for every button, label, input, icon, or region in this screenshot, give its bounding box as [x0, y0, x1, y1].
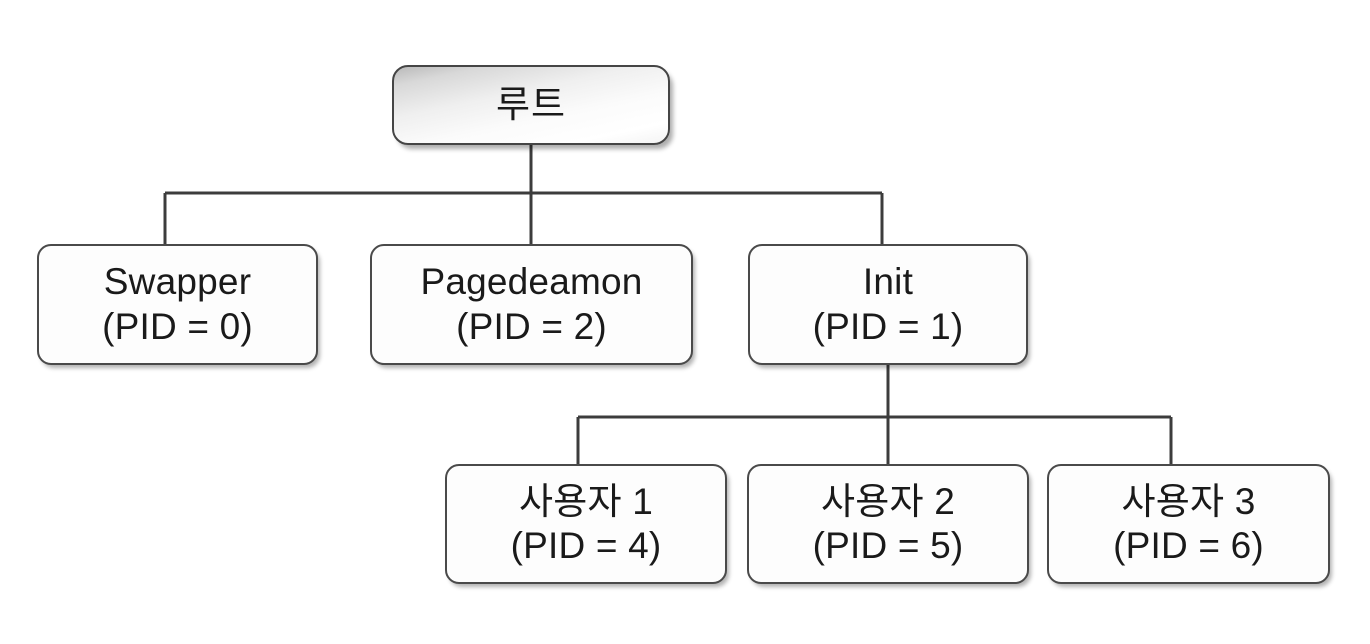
node-user1[interactable]: 사용자 1 (PID = 4)	[445, 464, 727, 584]
node-user2-pid: (PID = 5)	[812, 525, 964, 566]
node-user1-title: 사용자 1	[519, 480, 653, 522]
node-user3-title: 사용자 3	[1121, 480, 1256, 522]
node-swapper-title: Swapper	[103, 261, 252, 303]
node-swapper-pid: (PID = 0)	[102, 305, 253, 347]
node-root-title: 루트	[495, 83, 567, 125]
node-swapper[interactable]: Swapper (PID = 0)	[37, 244, 318, 365]
node-init[interactable]: Init (PID = 1)	[748, 244, 1028, 365]
node-pagedeamon[interactable]: Pagedeamon (PID = 2)	[370, 244, 693, 365]
node-user3-pid: (PID = 6)	[1113, 525, 1264, 566]
node-user3[interactable]: 사용자 3 (PID = 6)	[1047, 464, 1330, 584]
node-pagedeamon-pid: (PID = 2)	[456, 305, 607, 347]
node-user2[interactable]: 사용자 2 (PID = 5)	[747, 464, 1029, 584]
node-init-pid: (PID = 1)	[812, 305, 964, 347]
node-user1-pid: (PID = 4)	[510, 525, 662, 566]
node-root[interactable]: 루트	[392, 65, 670, 145]
node-user2-title: 사용자 2	[821, 480, 955, 522]
node-init-title: Init	[862, 261, 914, 303]
node-pagedeamon-title: Pagedeamon	[420, 261, 643, 303]
